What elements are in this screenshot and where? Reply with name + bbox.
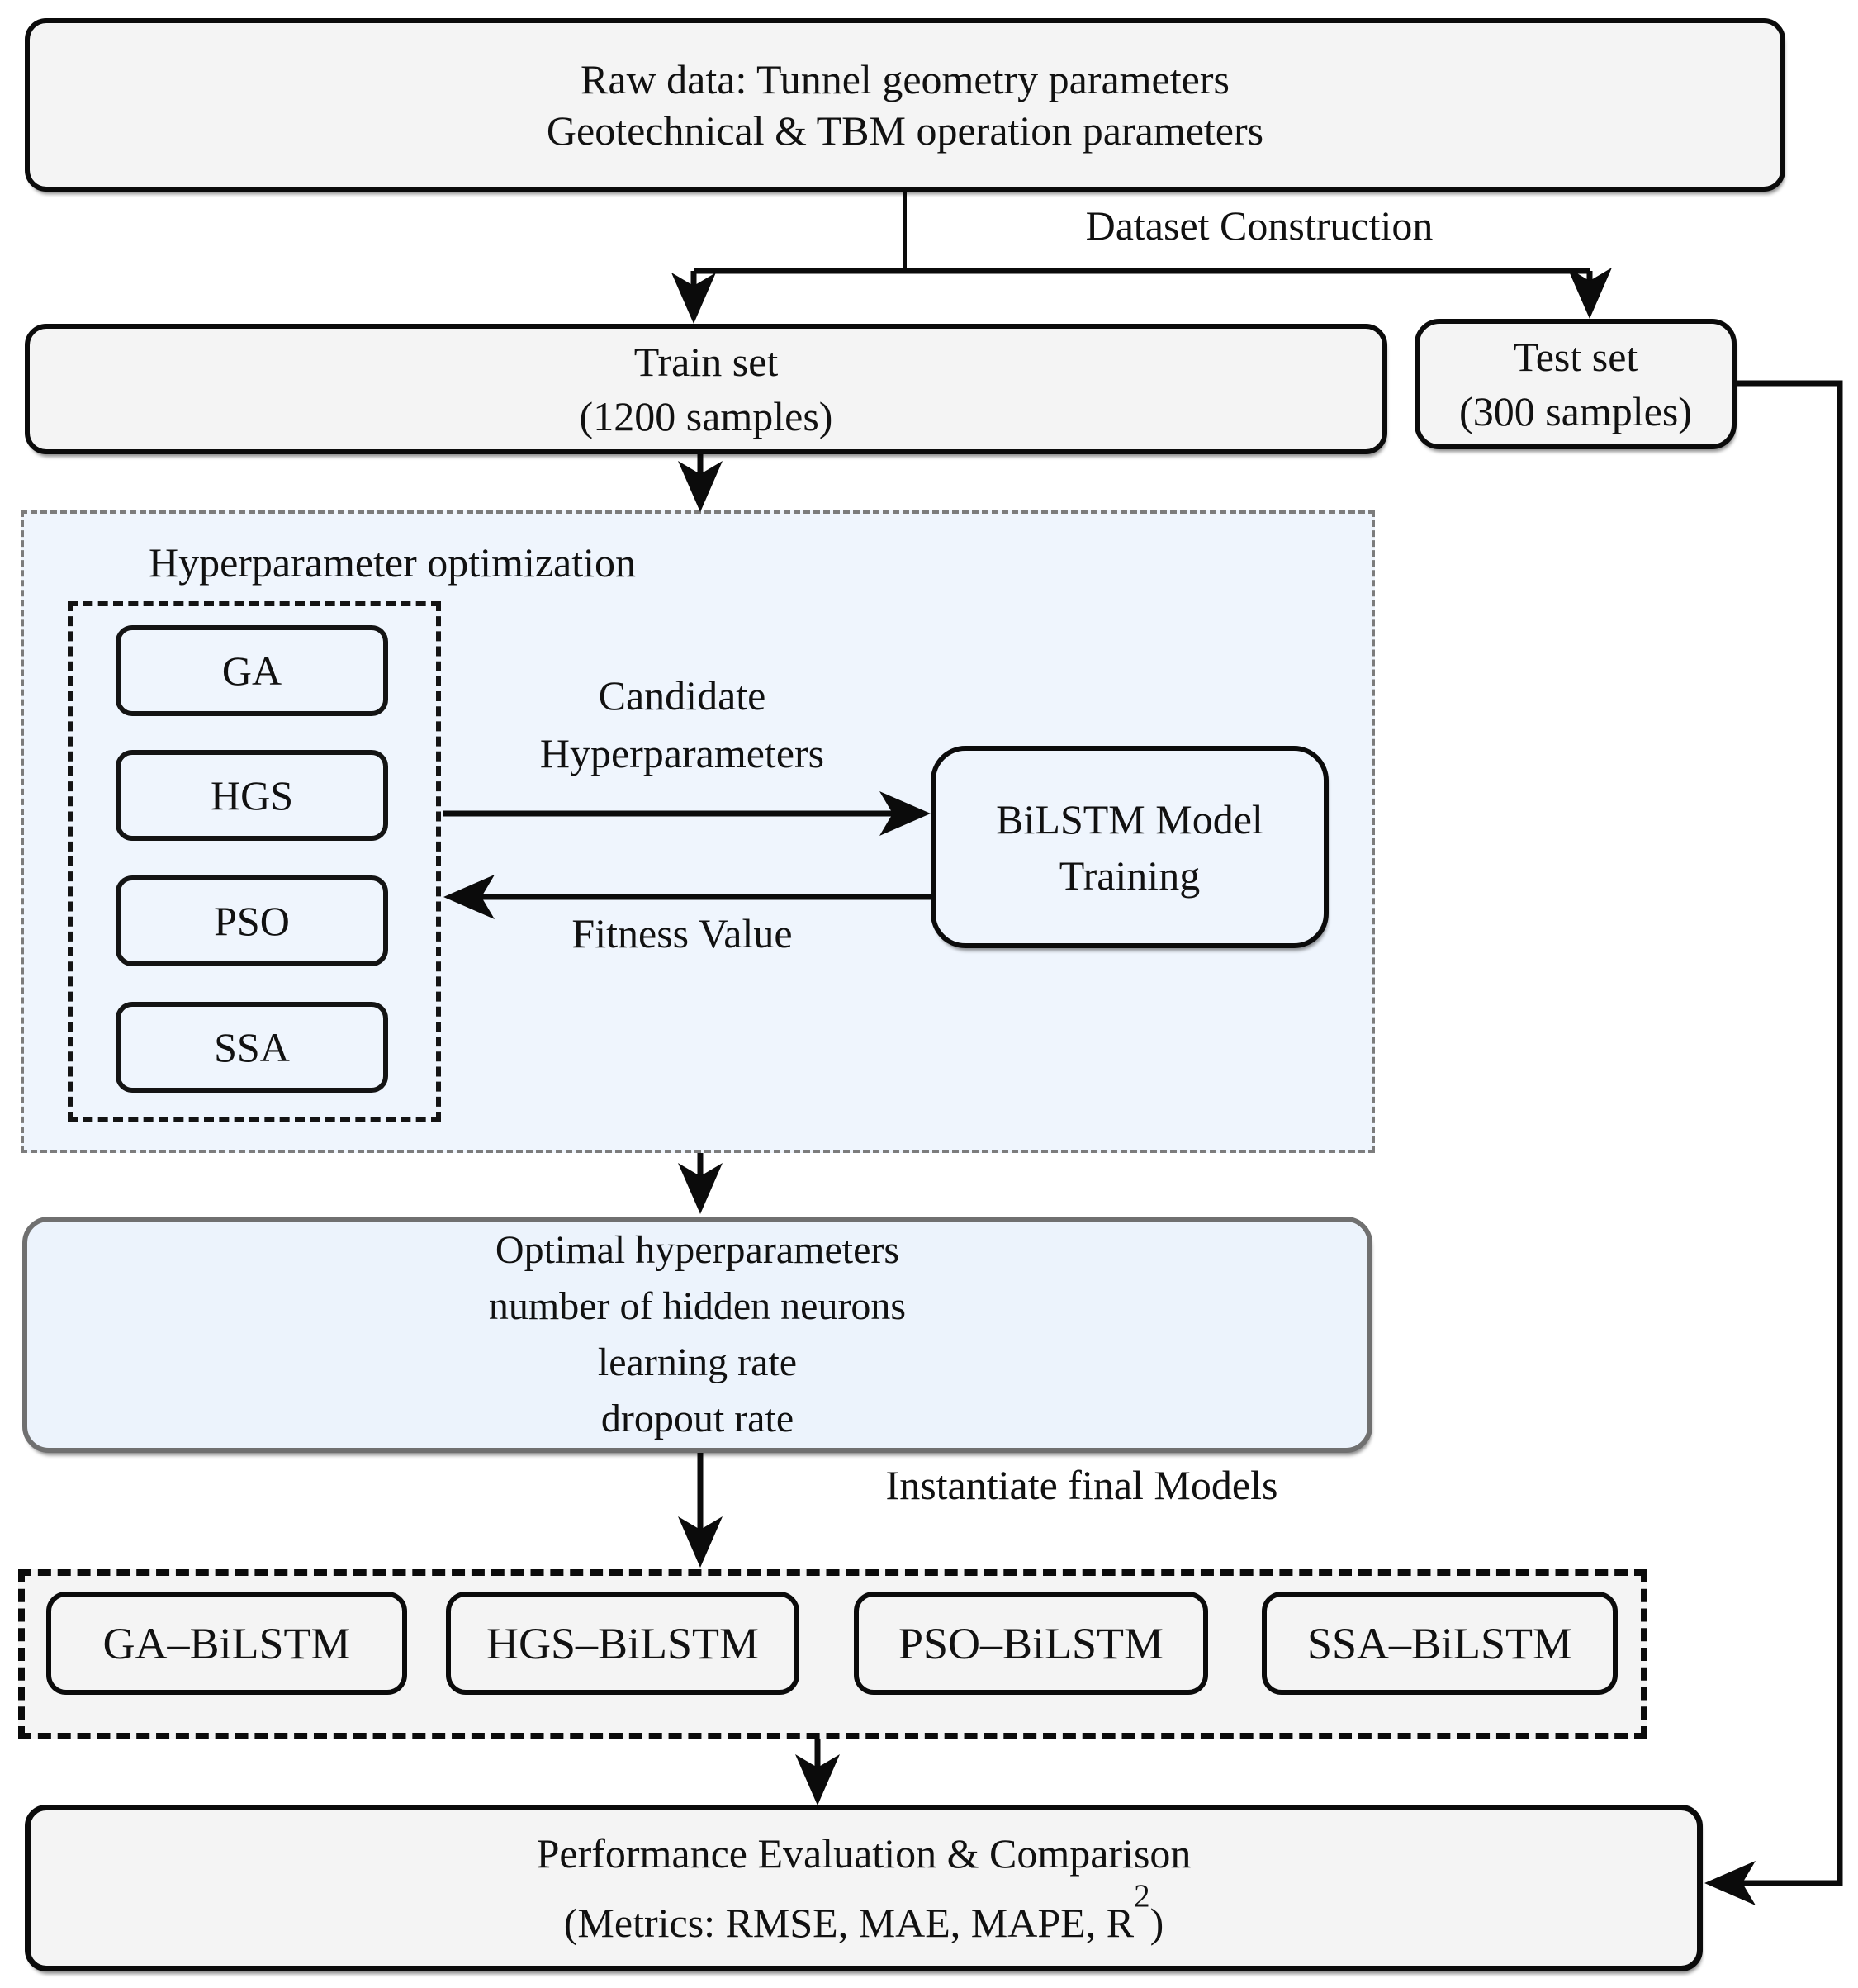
optimizer-ga-label: GA — [221, 648, 282, 694]
metrics-prefix: (Metrics: RMSE, MAE, MAPE, R — [563, 1900, 1135, 1946]
train-set-box: Train set (1200 samples) — [25, 324, 1387, 454]
optimal-hyperparameters-box: Optimal hyperparameters number of hidden… — [22, 1217, 1372, 1453]
test-set-box: Test set (300 samples) — [1415, 319, 1737, 449]
bilstm-line1: BiLSTM Model — [996, 795, 1263, 842]
candidate-hyperparameters-label: Candidate Hyperparameters — [476, 667, 889, 782]
train-set-line1: Train set — [633, 339, 779, 385]
optimizer-box-hgs: HGS — [116, 750, 388, 841]
fitness-value-label: Fitness Value — [571, 910, 793, 956]
final-model-ssa-label: SSA–BiLSTM — [1306, 1618, 1573, 1668]
candidate-label-line1: Candidate — [598, 672, 766, 719]
final-model-box-ssa-bilstm: SSA–BiLSTM — [1262, 1592, 1618, 1695]
optimal-line4: dropout rate — [600, 1397, 794, 1440]
instantiate-final-models-label: Instantiate final Models — [885, 1462, 1278, 1508]
arrowhead-fitness — [443, 875, 495, 919]
connector-test-to-performance — [1737, 380, 1843, 1886]
optimal-line1: Optimal hyperparameters — [495, 1228, 900, 1272]
arrowhead-performance-right — [1704, 1861, 1756, 1905]
raw-data-line2: Geotechnical & TBM operation parameters — [546, 107, 1264, 154]
performance-line1: Performance Evaluation & Comparison — [536, 1830, 1192, 1877]
optimizer-ssa-label: SSA — [214, 1024, 290, 1070]
optimizer-box-ga: GA — [116, 625, 388, 716]
raw-data-box: Raw data: Tunnel geometry parameters Geo… — [25, 18, 1785, 192]
performance-evaluation-box: Performance Evaluation & Comparison (Met… — [25, 1805, 1703, 1971]
bilstm-line2: Training — [1059, 852, 1201, 899]
final-model-hgs-label: HGS–BiLSTM — [486, 1618, 760, 1668]
metrics-superscript: 2 — [1134, 1877, 1150, 1914]
metrics-suffix: ) — [1149, 1900, 1164, 1946]
final-model-box-pso-bilstm: PSO–BiLSTM — [854, 1592, 1208, 1695]
bilstm-model-training-box: BiLSTM Model Training — [931, 746, 1329, 948]
optimizer-box-ssa: SSA — [116, 1002, 388, 1093]
arrowhead-test — [1567, 268, 1612, 319]
candidate-label-line2: Hyperparameters — [539, 730, 825, 776]
arrowhead-train — [671, 273, 716, 324]
arrowhead-performance-top — [795, 1754, 840, 1805]
optimizer-hgs-label: HGS — [210, 772, 294, 818]
train-set-line2: (1200 samples) — [579, 393, 833, 439]
dataset-construction-label: Dataset Construction — [1085, 202, 1434, 249]
optimizer-group-box — [68, 601, 441, 1122]
raw-data-line1: Raw data: Tunnel geometry parameters — [581, 56, 1230, 102]
performance-line2: (Metrics: RMSE, MAE, MAPE, R2) — [563, 1880, 1164, 1957]
optimizer-box-pso: PSO — [116, 875, 388, 966]
arrowhead-candidate — [879, 791, 931, 836]
optimal-line3: learning rate — [597, 1340, 798, 1384]
arrowhead-optimal — [678, 1163, 723, 1214]
arrowhead-hyperopt — [678, 461, 723, 512]
arrowhead-models — [678, 1516, 723, 1568]
final-model-pso-label: PSO–BiLSTM — [898, 1618, 1164, 1668]
hyperparameter-optimization-title: Hyperparameter optimization — [148, 539, 637, 586]
optimizer-pso-label: PSO — [214, 898, 290, 944]
optimal-line2: number of hidden neurons — [488, 1284, 907, 1328]
test-set-line2: (300 samples) — [1459, 388, 1692, 434]
final-model-box-ga-bilstm: GA–BiLSTM — [46, 1592, 407, 1695]
final-model-box-hgs-bilstm: HGS–BiLSTM — [446, 1592, 799, 1695]
test-set-line1: Test set — [1513, 334, 1638, 380]
final-model-ga-label: GA–BiLSTM — [102, 1618, 351, 1668]
